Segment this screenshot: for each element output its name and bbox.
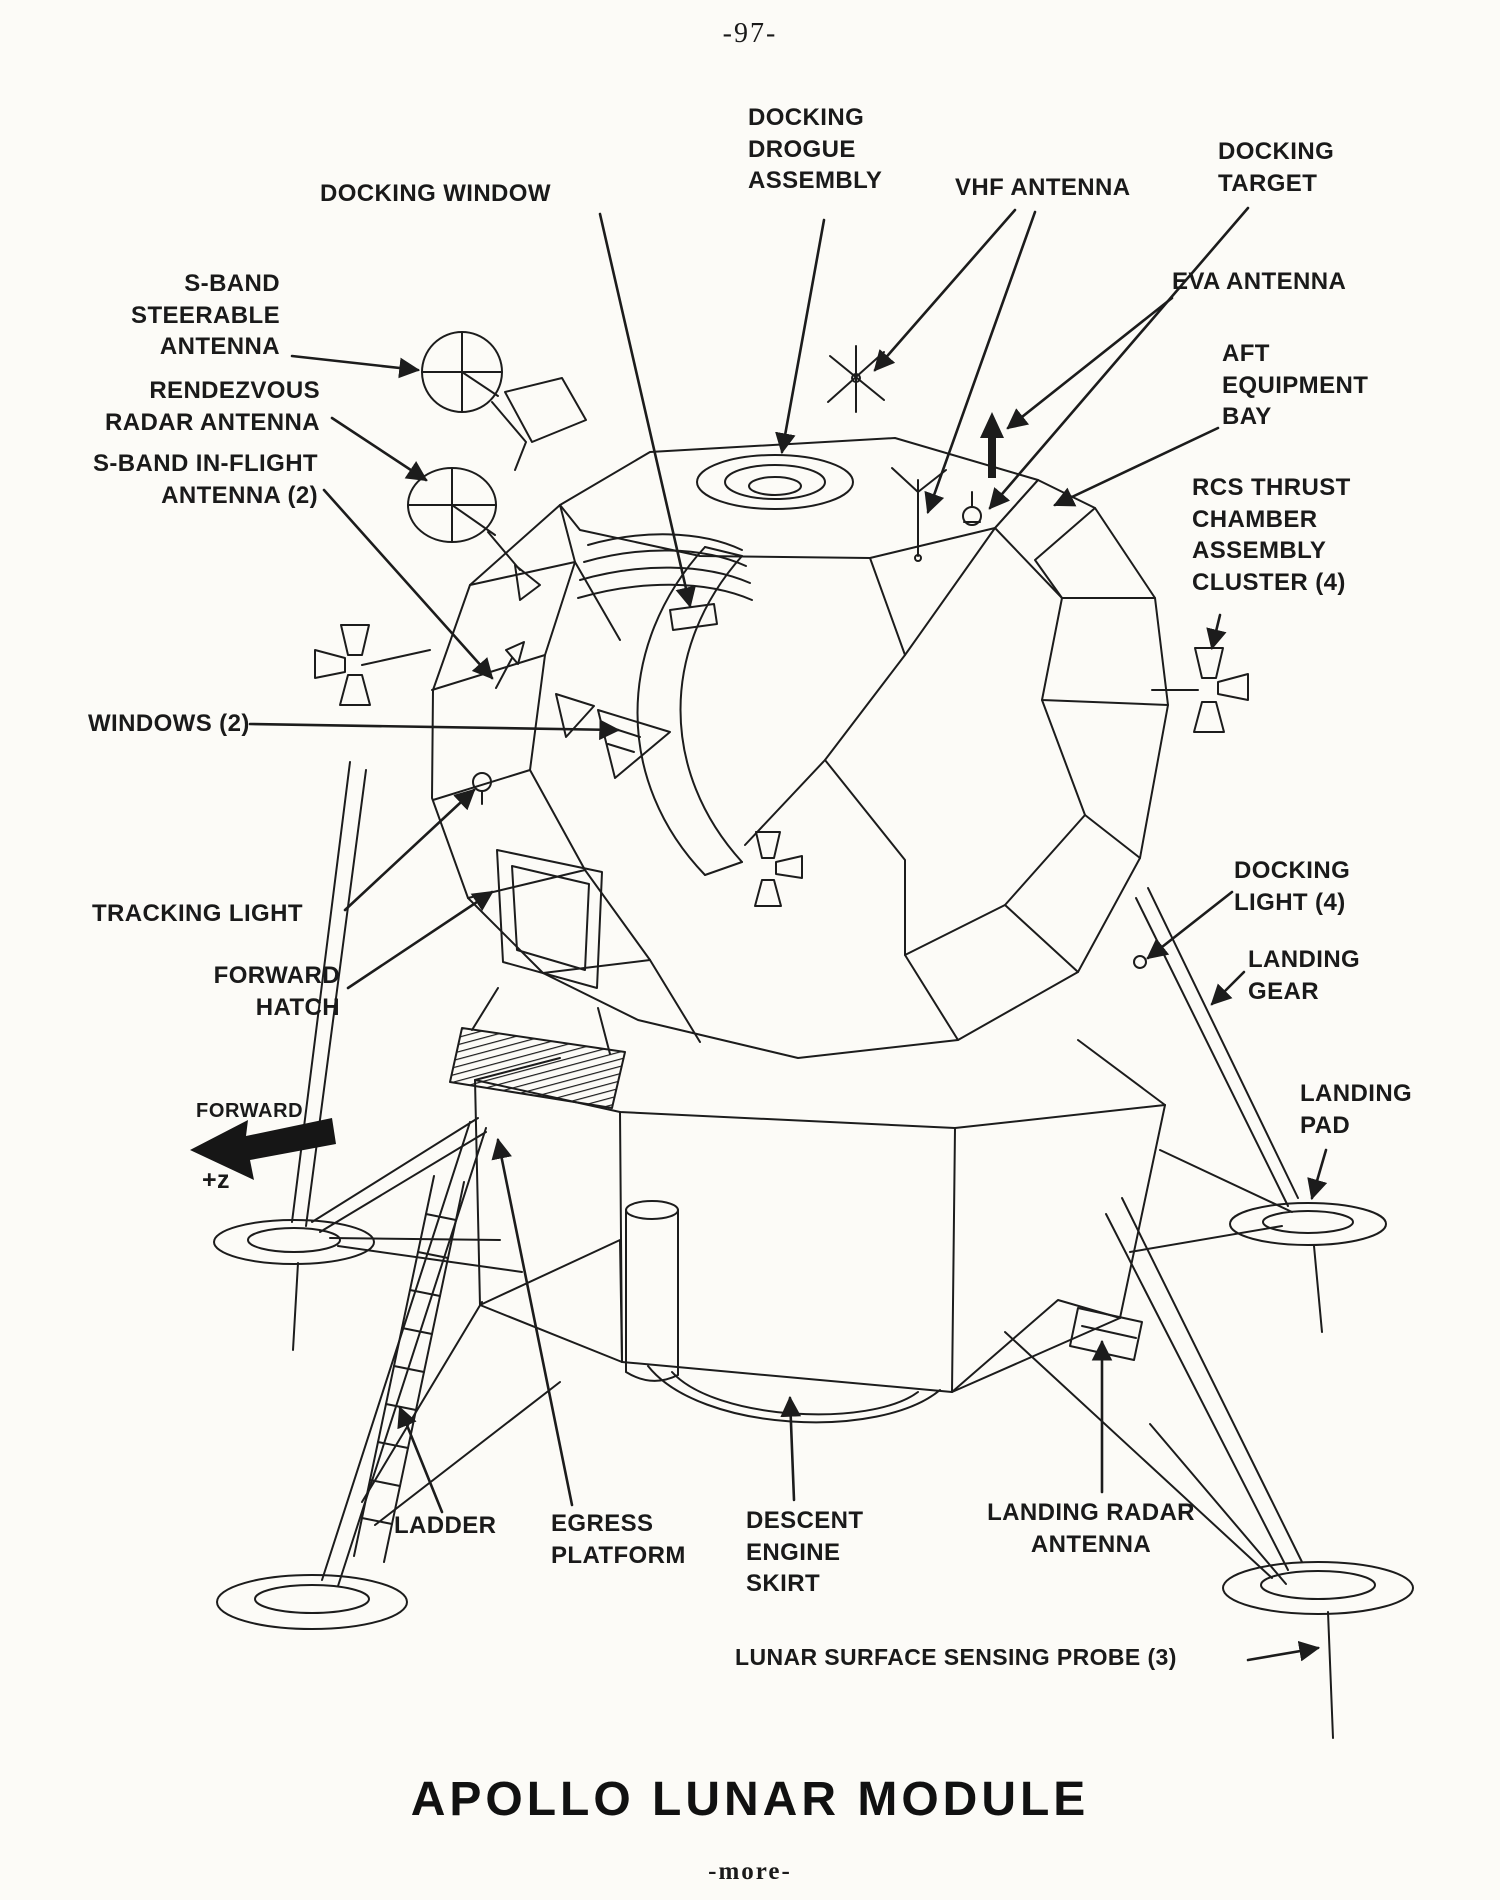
leader-ladder [397,1406,444,1514]
label-s-band-steerable-antenna: S-BAND STEERABLE ANTENNA [131,270,280,361]
rcs-cluster-right [1151,647,1249,733]
descent-engine-skirt-part [647,1365,941,1424]
leader-s-band-inflight [322,488,494,680]
landing-radar-antenna-part [1069,1307,1143,1361]
label-aft-equipment-bay: AFT EQUIPMENT BAY [1222,340,1369,431]
rcs-cluster-left [314,624,431,706]
label-eva-antenna: EVA ANTENNA [1172,268,1347,295]
footer-more: -more- [708,1858,792,1885]
label-plus-z-axis: +z [202,1166,230,1194]
label-s-band-in-flight-antenna: S-BAND IN-FLIGHT ANTENNA (2) [92,450,318,509]
landing-gear-rear-leg [1004,1197,1414,1739]
label-landing-radar-antenna: LANDING RADAR ANTENNA [987,1499,1195,1558]
label-docking-window: DOCKING WINDOW [320,180,551,207]
docking-window-part [669,603,718,631]
label-rendezvous-radar-antenna: RENDEZVOUS RADAR ANTENNA [105,377,320,436]
landing-pad-right [1229,1202,1387,1246]
sensing-probe-right [1313,1245,1323,1333]
leader-lines [248,206,1328,1662]
forward-hatch-part [496,849,603,989]
label-ladder: LADDER [394,1512,497,1539]
rcs-cluster-front [754,831,803,907]
landing-pad-left [213,1219,375,1265]
label-vhf-antenna: VHF ANTENNA [955,174,1131,201]
label-descent-engine-skirt: DESCENT ENGINE SKIRT [746,1507,864,1598]
vhf-antenna-part [827,345,947,562]
s-band-inflight-antenna-part [495,641,525,689]
leader-descent-skirt [780,1395,802,1502]
figure-title: APOLLO LUNAR MODULE [410,1773,1090,1826]
leader-docking-drogue [775,218,826,455]
label-docking-target: DOCKING TARGET [1218,138,1335,197]
aft-equipment-bay-part [904,479,1169,1041]
label-landing-gear: LANDING GEAR [1248,946,1361,1005]
ladder-part [353,1175,465,1563]
leader-egress-platform [491,1137,574,1507]
leader-tracking-light [343,788,476,912]
leader-vhf-2 [924,210,1037,514]
docking-light-part [1133,955,1147,969]
leader-vhf-1 [873,208,1017,372]
label-egress-platform: EGRESS PLATFORM [551,1510,686,1569]
windows-part [555,693,671,779]
docking-target-part [962,491,982,526]
leader-landing-pad [1307,1148,1328,1200]
label-landing-pad: LANDING PAD [1300,1080,1413,1139]
leader-docking-light [1146,890,1234,960]
label-forward-direction: FORWARD [196,1100,304,1122]
leader-forward-hatch [346,890,494,990]
landing-pad-front [216,1574,408,1630]
tracking-light-part [472,772,492,805]
label-docking-light: DOCKING LIGHT (4) [1234,857,1351,916]
landing-pad-rear [1222,1561,1414,1615]
docking-drogue-assembly-part [696,454,854,510]
label-forward-hatch: FORWARD HATCH [213,962,340,1021]
forward-arrow [190,1118,336,1180]
label-tracking-light: TRACKING LIGHT [92,900,303,927]
label-lunar-surface-sensing-probe: LUNAR SURFACE SENSING PROBE (3) [735,1644,1177,1670]
rendezvous-radar-antenna-part [407,467,541,601]
eva-antenna-part [980,412,1004,478]
leader-docking-window [598,212,696,609]
ascent-stage [431,437,1169,1059]
egress-platform-part [449,987,626,1109]
page-number: -97- [722,18,778,49]
leader-rendezvous-radar [330,416,428,482]
leader-eva-antenna [1006,296,1174,430]
label-rcs-thrust-cluster: RCS THRUST CHAMBER ASSEMBLY CLUSTER (4) [1192,474,1351,597]
leader-aft-bay [1053,426,1220,507]
leader-windows [248,719,621,741]
landing-gear-front-leg [216,1121,561,1630]
leader-landing-gear [1210,970,1246,1006]
leader-s-band-steerable [290,354,421,379]
sensing-probe-left [292,1262,299,1351]
s-band-steerable-antenna-part [421,331,587,471]
sensing-probe-rear [1327,1611,1334,1739]
label-windows: WINDOWS (2) [88,710,250,737]
leader-sensing-probe [1246,1640,1321,1662]
leader-rcs [1206,613,1227,651]
leader-docking-target [988,206,1250,510]
label-docking-drogue-assembly: DOCKING DROGUE ASSEMBLY [748,104,883,195]
